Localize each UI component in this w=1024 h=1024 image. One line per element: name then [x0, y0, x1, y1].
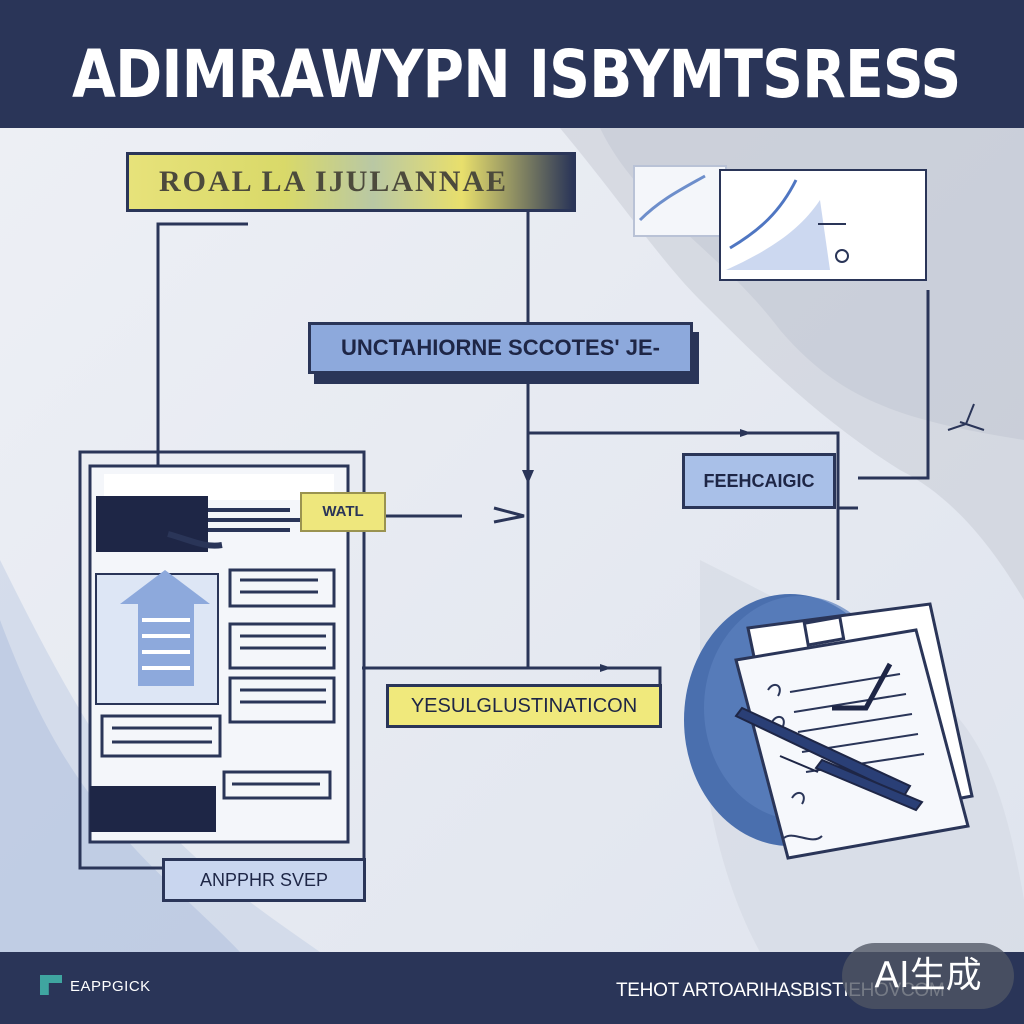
arrow-icon: [493, 506, 525, 524]
pen-icon: [734, 706, 924, 812]
check-mark-icon: [947, 403, 985, 431]
connector-right-loop: [528, 431, 840, 600]
document-form-icon: [78, 450, 366, 870]
arrow-icon: [522, 470, 534, 484]
arrow-icon: [740, 429, 752, 437]
ai-generated-badge: AI生成: [842, 943, 1014, 1009]
process-step-box: UNCTAHIORNE SCCOTES' JE-: [308, 322, 693, 374]
paper-stack-icon: [684, 594, 974, 860]
wait-tag: WATL: [300, 492, 386, 532]
arrow-icon: [600, 664, 612, 672]
header-bar: [0, 0, 1024, 128]
chart-card-icon: [633, 165, 927, 281]
connector-card-down: [858, 290, 930, 480]
connector-top-left: [156, 222, 248, 466]
connector-doc-result: [362, 666, 662, 690]
footer-brand: EAPPGICK: [70, 978, 151, 995]
title-banner-box: ROAL LA IJULANNAE: [126, 152, 576, 212]
page-title: ADIMRAWYPN ISBYMTSRESS: [72, 36, 961, 113]
feedback-box: FEEHCAIGIC: [682, 453, 836, 509]
result-box: YESULGLUSTINATICON: [386, 684, 662, 728]
step-caption-box: ANPPHR SVEP: [162, 858, 366, 902]
